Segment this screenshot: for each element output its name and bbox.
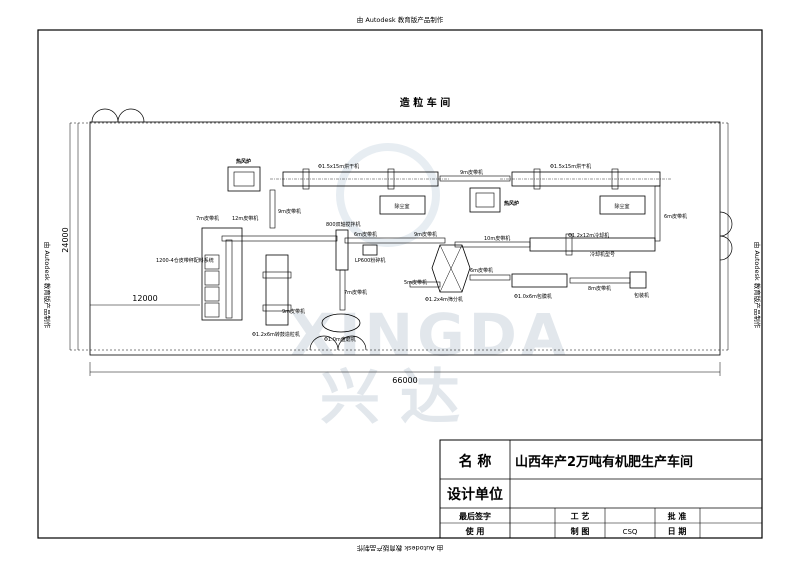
conv-9m-d-label: 9m皮带机 (282, 308, 305, 315)
logo-circle (336, 143, 440, 247)
granulator-label: Φ1.2x6m转鼓造粒机 (252, 331, 300, 338)
batching-system (201, 227, 243, 321)
drawing-border (37, 29, 763, 539)
dryer-2-ring-2 (611, 168, 619, 190)
disc-mill (321, 313, 361, 333)
tb-draw-value: CSQ (623, 528, 638, 536)
conv-6m-right (654, 185, 661, 242)
batching-bin-4 (204, 302, 220, 318)
conv-12m (221, 235, 338, 242)
dust-room-1 (379, 195, 426, 215)
tb-date-label: 日 期 (668, 526, 687, 536)
workshop-title: 造 粒 车 间 (400, 96, 450, 109)
title-block-frame (439, 439, 763, 539)
xingda-watermark-logo: XINGDA 兴达 (290, 143, 569, 433)
conv-7m-vert (339, 269, 346, 311)
door-top-left (91, 108, 145, 123)
conv-9m-c-label: 9m皮带机 (414, 231, 437, 238)
tb-approve-label: 批 准 (668, 511, 687, 521)
watermark-top: 由 Autodesk 教育版产品制作 (357, 15, 444, 24)
conv-9m-between-dryers (439, 175, 511, 182)
dim-width: 66000 (392, 376, 417, 385)
mixer-top (335, 229, 349, 271)
tb-project-name: 山西年产2万吨有机肥生产车间 (515, 454, 693, 470)
screen-cross-2 (439, 244, 463, 293)
batching-bin-2 (204, 270, 220, 286)
watermark-bottom: 由 Autodesk 教育版产品制作 (356, 544, 443, 553)
conv-5m-label: 5m皮带机 (404, 279, 427, 286)
conv-6m-b-label: 6m皮带机 (470, 267, 493, 274)
conv-9m-a-label: 9m皮带机 (278, 208, 301, 215)
cooler-ring (565, 233, 573, 256)
conv-6m-mixer-label: 6m皮带机 (354, 231, 377, 238)
watermark-left: 由 Autodesk 教育版产品制作 (43, 242, 52, 329)
conv-6m-under-screen (469, 274, 511, 281)
dim-inner: 12000 (132, 294, 157, 303)
hot-furnace-2-inner (475, 192, 495, 208)
door-right (719, 211, 733, 261)
hot-furnace-1-label: 热风炉 (236, 158, 251, 165)
crusher-label: LP600粉碎机 (355, 257, 385, 264)
logo-cn: 兴达 (320, 363, 480, 433)
batching-belt (225, 239, 233, 319)
conv-8m-label: 8m皮带机 (588, 285, 611, 292)
dryer-1-ring-2 (387, 168, 395, 190)
crusher (362, 244, 378, 256)
conv-9m-left (269, 189, 276, 229)
cooler-label: Φ1.2x12m冷却机 (568, 232, 609, 239)
hot-furnace-1 (227, 166, 261, 192)
tb-use-label: 使 用 (465, 526, 485, 536)
granulator (265, 254, 289, 326)
batching-bin-1 (204, 254, 220, 270)
conv-10m-label: 10m皮带机 (484, 235, 510, 242)
dryer-1-label: Φ1.5x15m烘干机 (318, 163, 359, 170)
tb-draw-label: 制 图 (571, 526, 590, 536)
conv-7m-b-label: 7m皮带机 (196, 215, 219, 222)
title-block: 名 称 山西年产2万吨有机肥生产车间 设计单位 最后签字 使 用 工 艺 制 图… (439, 439, 763, 539)
cooler-sub-label: 冷却机型号 (590, 251, 615, 258)
packer-label: 包装机 (634, 292, 649, 299)
hot-furnace-2 (469, 187, 501, 213)
screen-label: Φ1.2x4m筛分机 (425, 296, 463, 303)
conv-10m (454, 241, 531, 248)
tb-process-label: 工 艺 (571, 511, 590, 521)
logo-latin: XINGDA (290, 301, 569, 369)
door-bottom (309, 335, 367, 351)
dryer-2-ring-1 (533, 168, 541, 190)
dust-room-1-label: 除尘室 (394, 203, 409, 210)
packer (629, 271, 647, 289)
hot-furnace-1-inner (233, 171, 255, 187)
conv-6m-a-label: 6m皮带机 (664, 213, 687, 220)
conv-5m (409, 281, 441, 288)
dryer-2-label: Φ1.5x15m烘干机 (550, 163, 591, 170)
conv-9m-middle (344, 237, 446, 244)
dust-room-2 (599, 195, 646, 215)
dim-height: 24000 (61, 227, 70, 252)
batching-bin-3 (204, 286, 220, 302)
dust-room-2-label: 除尘室 (614, 203, 629, 210)
granulator-ring-2 (262, 304, 292, 312)
watermark-right: 由 Autodesk 教育版产品制作 (753, 242, 762, 329)
tb-final-sign-label: 最后签字 (459, 511, 491, 521)
coater-label: Φ1.0x6m包膜机 (514, 293, 552, 300)
granulator-ring-1 (262, 271, 292, 279)
disc-label: Φ1.0m盘磨机 (324, 336, 356, 343)
cooler (529, 237, 656, 252)
coater (511, 273, 568, 288)
tb-name-label: 名 称 (459, 453, 492, 470)
hot-furnace-2-label: 热风炉 (504, 200, 519, 207)
conv-9m-b-label: 9m皮带机 (460, 169, 483, 176)
conv-12m-label: 12m皮带机 (232, 215, 258, 222)
mixer-top-label: 800双轴搅拌机 (326, 221, 361, 228)
tb-design-unit-label: 设计单位 (447, 486, 503, 503)
conv-7m-a-label: 7m皮带机 (344, 289, 367, 296)
batching-label: 1200-4仓皮带秤配料系统 (156, 257, 214, 264)
conv-8m (569, 277, 631, 284)
dryer-1-ring-1 (302, 168, 310, 190)
workshop-outline (89, 121, 721, 356)
